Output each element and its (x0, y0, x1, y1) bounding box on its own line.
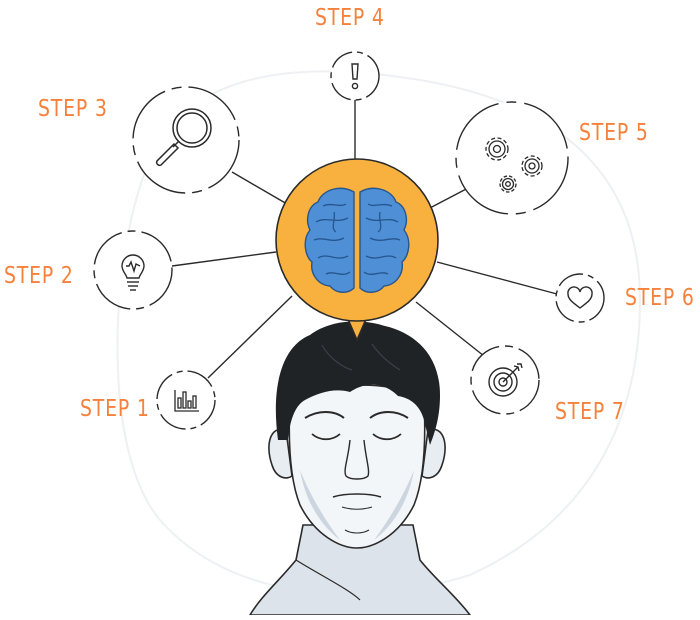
step-5-node (455, 101, 569, 215)
step-6-node (555, 273, 605, 323)
step-4-label: STEP 4 (315, 5, 385, 31)
left-ear (268, 428, 293, 479)
step-3-label: STEP 3 (38, 96, 108, 122)
heart-icon (567, 286, 593, 309)
connector-step-5 (427, 186, 471, 210)
step-4-node (330, 51, 380, 101)
step-7-label: STEP 7 (555, 399, 625, 425)
right-ear (421, 428, 446, 479)
brain-bubble (275, 158, 439, 343)
exclamation-icon (351, 63, 359, 90)
step-2-label: STEP 2 (4, 263, 74, 289)
head-illustration (248, 321, 472, 616)
step-6-label: STEP 6 (625, 285, 695, 311)
connector-step-2 (171, 251, 277, 267)
bar-chart-icon (174, 390, 199, 412)
connector-step-3 (231, 171, 288, 205)
nose (344, 439, 370, 480)
connector-step-6 (436, 261, 558, 295)
face (288, 384, 426, 549)
bubble-circle (275, 158, 439, 322)
connector-step-1 (207, 295, 293, 379)
background-blob (116, 70, 642, 596)
right-eyebrow (369, 411, 409, 419)
step-1-label: STEP 1 (80, 396, 150, 422)
step-5-label: STEP 5 (579, 120, 649, 146)
lightbulb-icon (121, 254, 145, 291)
step-3-node (132, 86, 240, 194)
connector-lines (171, 100, 558, 379)
connector-step-7 (415, 301, 485, 357)
magnifier-icon (155, 108, 212, 167)
right-eye (372, 433, 402, 441)
left-eye (311, 433, 341, 441)
left-eyebrow (304, 411, 345, 419)
mouth (332, 493, 382, 498)
gears-icon (485, 137, 543, 193)
target-icon (488, 363, 523, 397)
hair (275, 321, 440, 445)
step-1-node (156, 370, 216, 430)
step-2-node (93, 230, 173, 310)
step-7-node (470, 345, 540, 415)
brain-icon (304, 187, 410, 293)
